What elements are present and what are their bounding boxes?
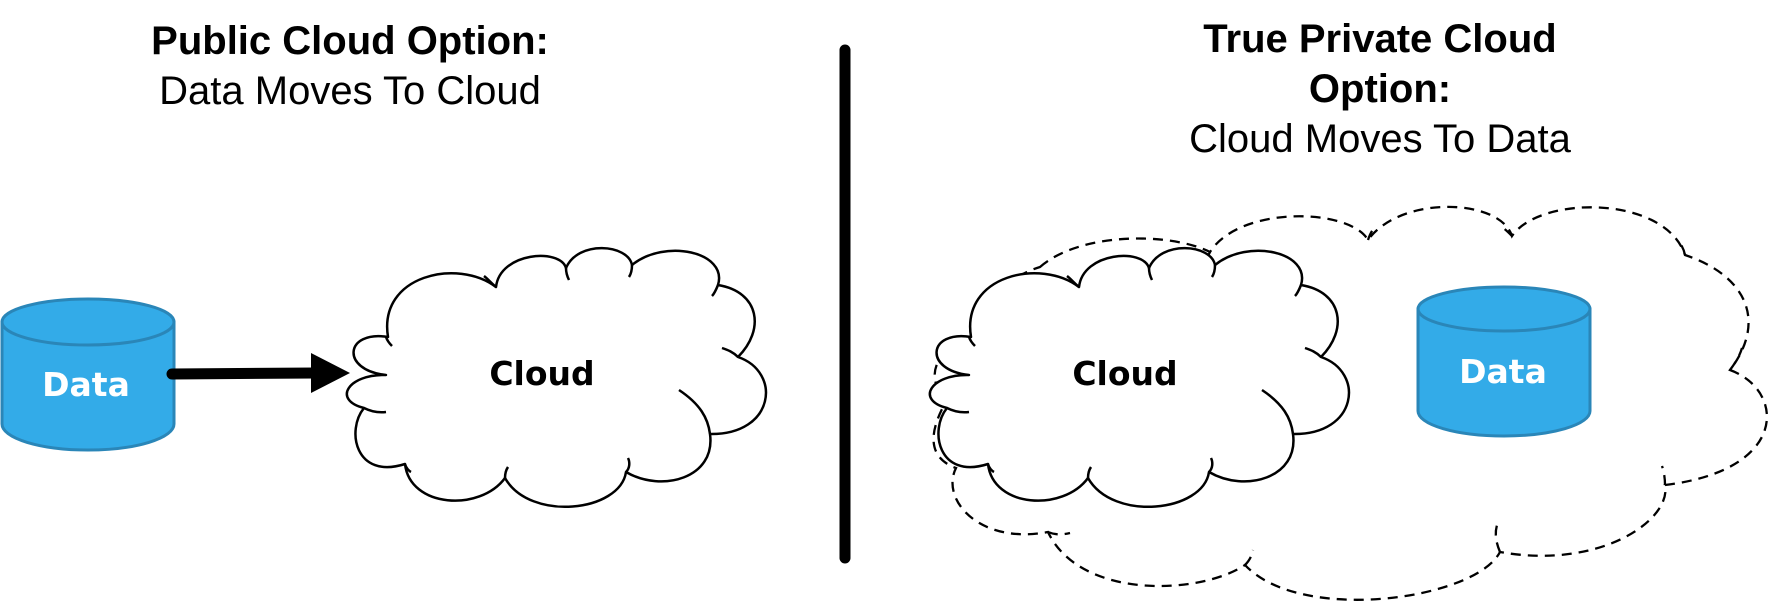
right-database-icon: Data xyxy=(1416,285,1592,438)
left-cloud-label: Cloud xyxy=(489,354,594,393)
right-cloud-shape: Cloud xyxy=(928,246,1351,508)
public-cloud-subtitle: Data Moves To Cloud xyxy=(159,69,541,113)
private-cloud-subtitle: Cloud Moves To Data xyxy=(1189,117,1571,161)
right-cloud-label: Cloud xyxy=(1072,354,1177,393)
private-cloud-boundary xyxy=(932,205,1769,601)
private-cloud-title-line1: True Private Cloud xyxy=(1203,17,1557,61)
private-cloud-title-line2: Option: xyxy=(1308,67,1452,111)
left-database-label: Data xyxy=(42,365,130,404)
left-cloud-shape: Cloud xyxy=(345,246,768,508)
public-cloud-heading: Public Cloud Option: Data Moves To Cloud xyxy=(70,16,630,116)
left-database-icon: Data xyxy=(0,297,176,452)
public-cloud-title: Public Cloud Option: xyxy=(151,19,549,63)
private-cloud-heading: True Private Cloud Option: Cloud Moves T… xyxy=(1130,14,1630,164)
data-to-cloud-arrow xyxy=(166,353,350,393)
right-database-label: Data xyxy=(1459,352,1547,391)
